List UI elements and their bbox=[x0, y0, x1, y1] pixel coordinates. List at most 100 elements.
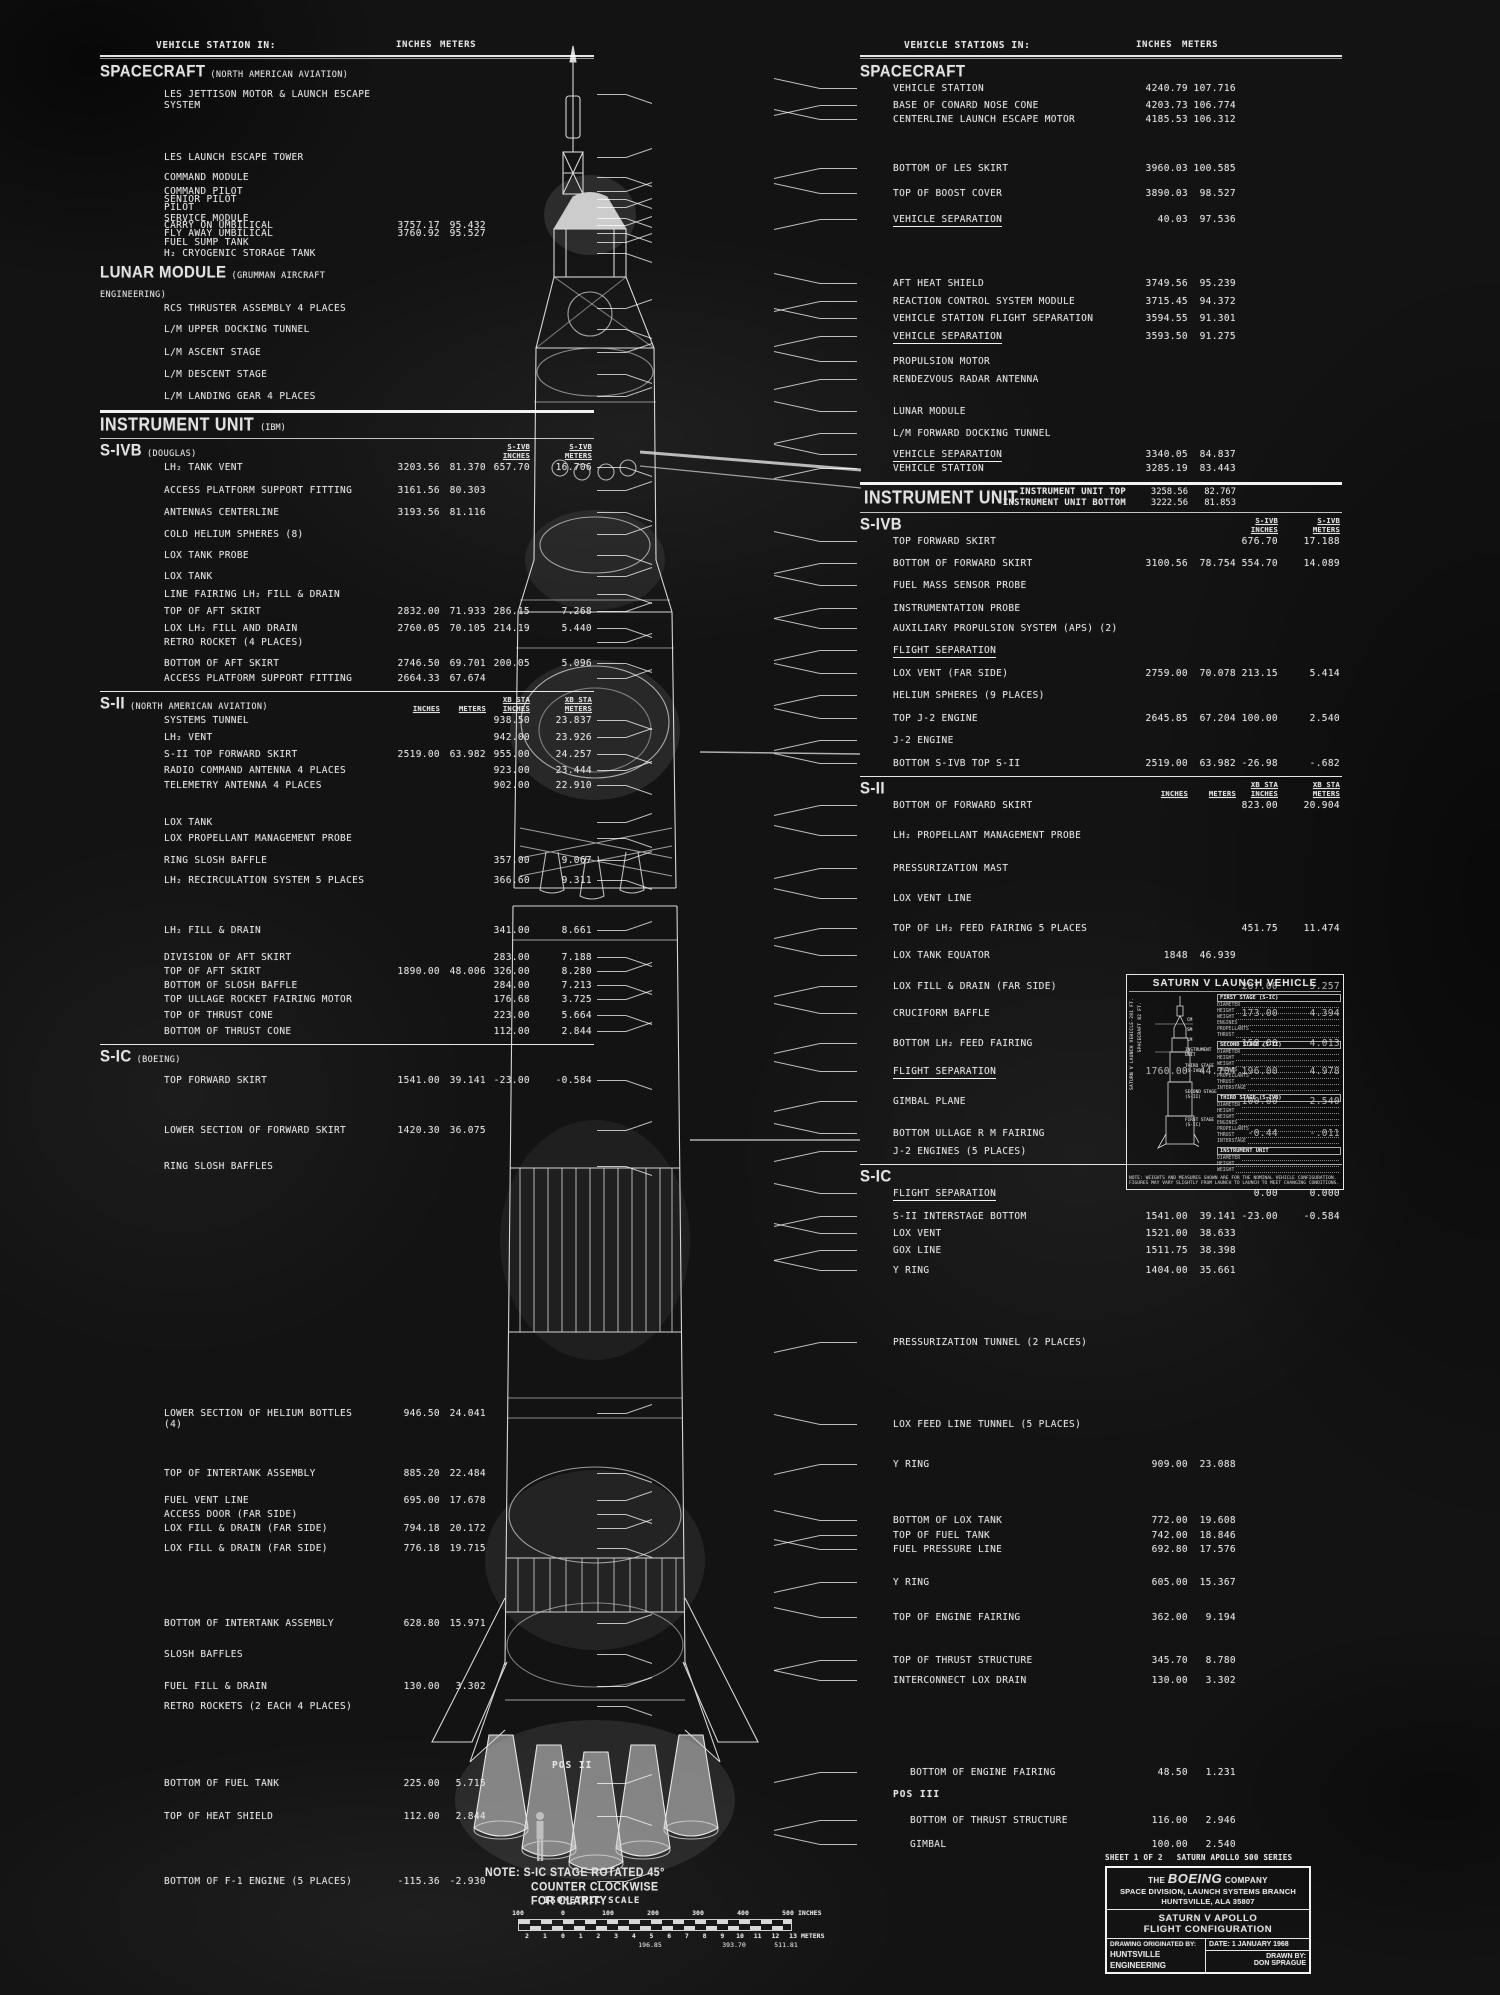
inches-column-header: INCHES bbox=[396, 40, 433, 50]
station-value: 2519.00 bbox=[397, 749, 440, 760]
station-value: 5.096 bbox=[561, 658, 592, 669]
station-value: -2.930 bbox=[449, 1876, 486, 1887]
station-value: 17.188 bbox=[1303, 536, 1340, 547]
station-label: RING SLOSH BAFFLES bbox=[164, 1161, 274, 1172]
station-value: 83.443 bbox=[1199, 463, 1236, 474]
scale-meter-tick: 7 bbox=[684, 1932, 689, 1940]
station-label: SYSTEMS TUNNEL bbox=[164, 715, 249, 726]
sub-column-header: XB STA METERS bbox=[1312, 780, 1340, 798]
station-value: 605.00 bbox=[1151, 1577, 1188, 1588]
station-label: GIMBAL bbox=[910, 1839, 947, 1850]
station-value: 176.68 bbox=[493, 994, 530, 1005]
station-row: PRESSURIZATION TUNNEL (2 PLACES) bbox=[860, 1337, 1342, 1351]
station-value: 4185.53 bbox=[1145, 114, 1188, 125]
station-label: TOP ULLAGE ROCKET FAIRING MOTOR bbox=[164, 994, 353, 1005]
station-value: 7.268 bbox=[561, 606, 592, 617]
inset-field-row: INTERSTAGE bbox=[1217, 1139, 1341, 1145]
position-marker: POS III bbox=[860, 1789, 1342, 1803]
series-label: SATURN APOLLO 500 SERIES bbox=[1176, 1853, 1293, 1862]
section-name: INSTRUMENT UNIT bbox=[100, 415, 255, 436]
station-label: ACCESS PLATFORM SUPPORT FITTING bbox=[164, 673, 353, 684]
station-label: LOX VENT (FAR SIDE) bbox=[893, 668, 1009, 679]
scale-inch-tick: 400 bbox=[737, 1909, 749, 1917]
station-row: RCS THRUSTER ASSEMBLY 4 PLACES bbox=[100, 303, 594, 317]
station-label: LOX FILL & DRAIN (FAR SIDE) bbox=[164, 1543, 328, 1554]
station-value: 67.204 bbox=[1199, 713, 1236, 724]
station-label: REACTION CONTROL SYSTEM MODULE bbox=[893, 296, 1076, 307]
station-value: 1404.00 bbox=[1145, 1265, 1188, 1276]
scale-title: ISOMETRIC SCALE bbox=[544, 1896, 641, 1906]
section-name: S-II bbox=[100, 693, 125, 713]
drawn-by-label: DRAWN BY: bbox=[1266, 1953, 1306, 1960]
station-value: 1420.30 bbox=[397, 1125, 440, 1136]
station-value: 3100.56 bbox=[1145, 558, 1188, 569]
inset-second-stage-label: SECOND STAGE (S-II) bbox=[1185, 1090, 1217, 1100]
station-label: VEHICLE STATION bbox=[893, 83, 985, 94]
station-label: TOP OF FUEL TANK bbox=[893, 1530, 991, 1541]
section-name: S-IVB bbox=[860, 514, 903, 534]
station-value: 81.370 bbox=[449, 462, 486, 473]
station-label: LOX TANK bbox=[164, 571, 213, 582]
section-contractor: (NORTH AMERICAN AVIATION) bbox=[129, 702, 268, 712]
station-value: 1541.00 bbox=[1145, 1211, 1188, 1222]
station-row: RETRO ROCKET (4 PLACES) bbox=[100, 637, 594, 651]
station-value: 70.078 bbox=[1199, 668, 1236, 679]
station-label: FUEL MASS SENSOR PROBE bbox=[893, 580, 1027, 591]
station-label: RADIO COMMAND ANTENNA 4 PLACES bbox=[164, 765, 347, 776]
station-label: SLOSH BAFFLES bbox=[164, 1649, 243, 1660]
station-row: RING SLOSH BAFFLES bbox=[100, 1161, 594, 1175]
station-label: VEHICLE SEPARATION bbox=[893, 331, 1003, 344]
station-label: LOX LH₂ FILL AND DRAIN bbox=[164, 623, 298, 634]
station-value: 23.088 bbox=[1199, 1459, 1236, 1470]
station-label: LOX PROPELLANT MANAGEMENT PROBE bbox=[164, 833, 353, 844]
station-value: 286.15 bbox=[493, 606, 530, 617]
station-label: COLD HELIUM SPHERES (8) bbox=[164, 529, 304, 540]
station-value: 3593.50 bbox=[1145, 331, 1188, 342]
station-label: BOTTOM OF SLOSH BAFFLE bbox=[164, 980, 298, 991]
station-row: PROPULSION MOTOR bbox=[860, 356, 1342, 370]
station-value: 16.706 bbox=[555, 462, 592, 473]
sub-column-header: METERS bbox=[1208, 788, 1236, 798]
meters-column-header: METERS bbox=[440, 40, 477, 50]
station-value: 5.715 bbox=[455, 1778, 486, 1789]
inset-title: SATURN V LAUNCH VEHICLE bbox=[1129, 977, 1341, 992]
station-value: 946.50 bbox=[403, 1408, 440, 1419]
station-label: GIMBAL PLANE bbox=[893, 1096, 966, 1107]
station-value: 628.80 bbox=[403, 1618, 440, 1629]
station-label: INSTRUMENT UNIT BOTTOM bbox=[1002, 498, 1126, 508]
station-value: -26.98 bbox=[1241, 758, 1278, 769]
station-label: TOP OF INTERTANK ASSEMBLY bbox=[164, 1468, 316, 1479]
launch-vehicle-data-inset: SATURN V LAUNCH VEHICLE SATURN V LAUNCH … bbox=[1126, 974, 1344, 1190]
station-value: 48.50 bbox=[1157, 1767, 1188, 1778]
station-label: BOTTOM OF THRUST CONE bbox=[164, 1026, 292, 1037]
station-value: 1521.00 bbox=[1145, 1228, 1188, 1239]
station-value: 97.536 bbox=[1199, 214, 1236, 225]
station-value: 9.194 bbox=[1205, 1612, 1236, 1623]
station-value: 100.585 bbox=[1193, 163, 1236, 174]
station-value: 7.188 bbox=[561, 952, 592, 963]
scale-sub-value: 196.85 bbox=[638, 1941, 662, 1949]
station-value: 3161.56 bbox=[397, 485, 440, 496]
